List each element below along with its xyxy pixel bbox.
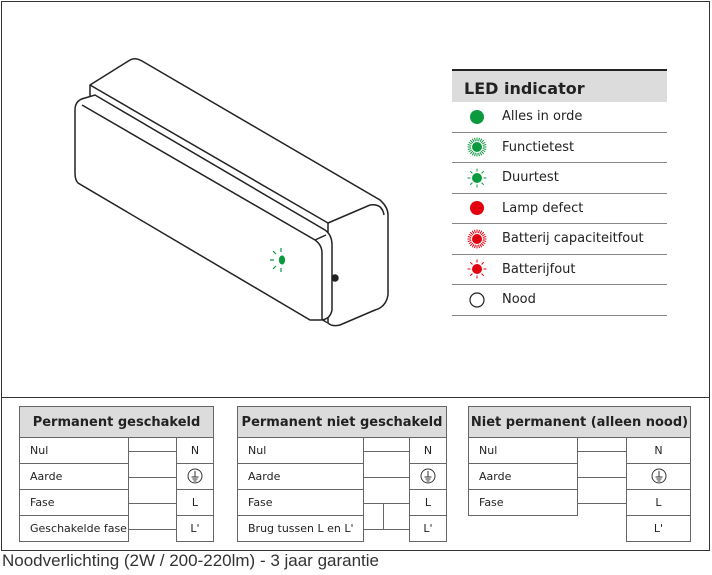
wire-line — [129, 529, 176, 530]
terminal: L' — [176, 516, 214, 542]
wire-line — [364, 451, 409, 452]
wiring-row: Nul N — [237, 438, 447, 464]
wire-line — [578, 451, 626, 452]
wiring-row: Nul N — [19, 438, 214, 464]
led-slow-blink-icon — [452, 168, 502, 188]
terminal: N — [626, 438, 691, 464]
led-row: Batterijfout — [452, 255, 667, 285]
led-row: Duurtest — [452, 163, 667, 194]
frame — [1, 1, 710, 551]
led-row: Alles in orde — [452, 102, 667, 133]
terminal: N — [409, 438, 447, 464]
earth-terminal-icon — [409, 464, 447, 490]
led-label: Alles in orde — [502, 109, 583, 125]
wiring-row: Nul N — [468, 438, 691, 464]
wire-line — [129, 477, 176, 478]
led-empty-circle-icon — [452, 290, 502, 310]
wiring-row: Fase L — [468, 490, 691, 516]
caption: Noodverlichting (2W / 200-220lm) - 3 jaa… — [2, 551, 380, 570]
wiring-table-title: Permanent niet geschakeld — [237, 406, 447, 438]
led-label: Batterij capaciteitfout — [502, 231, 644, 247]
wire-line — [364, 503, 409, 504]
wire-label: Aarde — [237, 464, 364, 490]
wire-line — [129, 451, 176, 452]
led-solid-dot-icon — [452, 198, 502, 218]
wire-label: Brug tussen L en L' — [237, 516, 364, 542]
led-label: Functietest — [502, 139, 575, 155]
wire-line — [364, 529, 409, 530]
wire-label: Fase — [237, 490, 364, 516]
wiring-row: Aarde — [468, 464, 691, 490]
led-row: Nood — [452, 285, 667, 316]
wire-label: Aarde — [468, 464, 578, 490]
wiring-row: L' — [468, 516, 691, 542]
terminal: L — [176, 490, 214, 516]
led-fast-blink-icon — [452, 229, 502, 249]
terminal: L — [626, 490, 691, 516]
terminal: L — [409, 490, 447, 516]
led-label: Lamp defect — [502, 200, 584, 216]
wire-line — [578, 503, 626, 504]
led-label: Batterijfout — [502, 261, 576, 277]
led-label: Nood — [502, 292, 536, 308]
wire-line — [129, 503, 176, 504]
wire-label: Fase — [468, 490, 578, 516]
bridge-line — [383, 503, 384, 529]
terminal: N — [176, 438, 214, 464]
wire-label: Fase — [19, 490, 129, 516]
led-row: Lamp defect — [452, 194, 667, 224]
wiring-table-title: Permanent geschakeld — [19, 406, 214, 438]
wire-line — [578, 477, 626, 478]
led-label: Duurtest — [502, 170, 559, 186]
wiring-table-title: Niet permanent (alleen nood) — [468, 406, 691, 438]
led-fast-blink-icon — [452, 137, 502, 157]
wiring-row: Geschakelde fase L' — [19, 516, 214, 542]
wire-label: Geschakelde fase — [19, 516, 129, 542]
wiring-row: Aarde — [237, 464, 447, 490]
emergency-light-illustration — [74, 57, 389, 327]
wire-label: Nul — [468, 438, 578, 464]
terminal: L' — [409, 516, 447, 542]
led-row: Batterij capaciteitfout — [452, 224, 667, 255]
wire-label: Aarde — [19, 464, 129, 490]
wire-label: Nul — [19, 438, 129, 464]
earth-terminal-icon — [176, 464, 214, 490]
wiring-row: Fase L — [19, 490, 214, 516]
led-solid-dot-icon — [452, 107, 502, 127]
terminal: L' — [626, 516, 691, 542]
wire-line — [364, 477, 409, 478]
wire-label: Nul — [237, 438, 364, 464]
wiring-row: Aarde — [19, 464, 214, 490]
wiring-row: Fase L — [237, 490, 447, 516]
divider — [1, 397, 710, 398]
led-row: Functietest — [452, 133, 667, 163]
led-slow-blink-icon — [452, 259, 502, 279]
led-indicator-title: LED indicator — [452, 69, 667, 102]
earth-terminal-icon — [626, 464, 691, 490]
wiring-row: Brug tussen L en L' L' — [237, 516, 447, 542]
